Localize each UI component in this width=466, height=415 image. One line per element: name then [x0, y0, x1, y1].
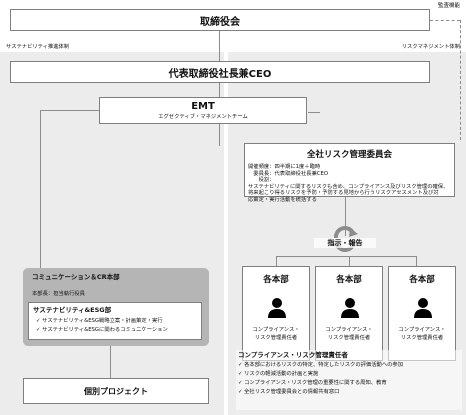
- risk-committee-line: 役割：: [248, 177, 275, 184]
- comm-hq-head: 本部長：担当執行役員: [32, 291, 85, 297]
- compliance-officer-title: コンプライアンス・リスク管理責任者: [238, 351, 348, 359]
- ceo-label: 代表取締役社長兼CEO: [168, 68, 272, 80]
- compliance-officer-item: ✓ 各本部におけるリスクの特定、特定したリスクの評価活動への参加: [238, 362, 404, 368]
- person-icon: [340, 297, 360, 319]
- board-label: 取締役会: [200, 16, 240, 28]
- compliance-officer-item: ✓ リスクの軽減活動の計画と実施: [238, 371, 319, 377]
- department-role: リスク管理責任者: [327, 335, 371, 341]
- connector-ceo-emt: [219, 82, 220, 97]
- risk-committee-title: 全社リスク管理委員会: [306, 150, 392, 160]
- risk-committee-line: サステナビリティに関するリスクも含め、コンプライアンス及びリスク管理の確保、: [248, 183, 449, 190]
- department-label: 各本部: [409, 275, 435, 285]
- sustainability-section-label: サステナビリティ推進体制: [6, 44, 70, 50]
- compliance-officer-item: ✓ 全社リスク管理委員会との情報共有窓口: [238, 389, 340, 395]
- department-role: リスク管理責任者: [400, 335, 444, 341]
- connector-left-top: [40, 110, 100, 111]
- project-box: 個別プロジェクト: [23, 378, 209, 404]
- risk-committee-line: 将来起こり得るリスクを予防・予防する見地から行うリスクアセスメント及び対: [248, 190, 439, 197]
- audit-function-label: 監査機能: [437, 3, 460, 9]
- person-icon: [267, 297, 287, 319]
- department-role: コンプライアンス・: [398, 327, 446, 333]
- department-label: 各本部: [336, 275, 362, 285]
- connector-dept1: [276, 256, 277, 266]
- board-box: 取締役会: [10, 9, 430, 31]
- department-box: 各本部 コンプライアンス・ リスク管理責任者: [242, 266, 310, 361]
- emt-title: EMT: [191, 101, 215, 112]
- esg-dept-title: サステナビリティ&ESG部: [33, 306, 112, 314]
- esg-dept-item: ✓ サステナビリティ&ESGに関わるコミュニケーション: [36, 327, 168, 333]
- audit-dashed-line: [460, 20, 461, 140]
- emt-subtitle: エグゼクティブ・マネジメントチーム: [158, 114, 248, 120]
- department-box: 各本部 コンプライアンス・ リスク管理責任者: [315, 266, 383, 361]
- department-label: 各本部: [263, 275, 289, 285]
- connector-board-ceo: [219, 31, 220, 61]
- ceo-box: 代表取締役社長兼CEO: [10, 61, 430, 83]
- emt-box: EMT エグゼクティブ・マネジメントチーム: [99, 97, 307, 124]
- risk-committee-line: 応策定・実行活動を統括する: [248, 197, 317, 204]
- comm-hq-title: コミュニケーション＆CR本部: [32, 273, 120, 281]
- risk-committee-line: 委員長：代表取締役社長兼CEO: [248, 170, 329, 177]
- department-role: リスク管理責任者: [254, 335, 298, 341]
- connector-emt-bus: [219, 124, 220, 146]
- risk-committee-box: 全社リスク管理委員会: [244, 143, 455, 197]
- department-box: 各本部 コンプライアンス・ リスク管理責任者: [388, 266, 456, 361]
- compliance-officer-panel: コンプライアンス・リスク管理責任者 ✓ 各本部におけるリスクの特定、特定したリス…: [236, 350, 462, 410]
- connector-committee-down: [345, 196, 346, 236]
- compliance-officer-item: ✓ コンプライアンス・リスク管理の重要性に関する周知、教育: [238, 380, 387, 386]
- connector-left-drop: [40, 110, 41, 268]
- department-role: コンプライアンス・: [252, 327, 300, 333]
- person-icon: [413, 297, 433, 319]
- project-label: 個別プロジェクト: [84, 386, 148, 396]
- risk-committee-line: 開催頻度：四半期に1度＋臨時: [248, 164, 321, 170]
- connector-comm-project: [110, 330, 111, 378]
- report-label: 指示・報告: [314, 238, 376, 248]
- connector-dept3: [416, 256, 417, 266]
- department-role: コンプライアンス・: [325, 327, 373, 333]
- audit-dashed-top: [430, 20, 460, 21]
- connector-emt-committee: [308, 112, 320, 113]
- risk-section-label: リスクマネジメント体制: [401, 44, 460, 50]
- esg-dept-item: ✓ サステナビリティ&ESG戦略立案・計画策定・実行: [36, 318, 163, 324]
- esg-dept-box: サステナビリティ&ESG部 ✓ サステナビリティ&ESG戦略立案・計画策定・実行…: [28, 302, 202, 340]
- comm-hq-box: コミュニケーション＆CR本部 本部長：担当執行役員 サステナビリティ&ESG部 …: [23, 268, 209, 346]
- connector-dept-bus: [276, 256, 416, 257]
- risk-committee-details: 開催頻度：四半期に1度＋臨時 委員長：代表取締役社長兼CEO 役割： サステナビ…: [248, 164, 453, 204]
- connector-dept2: [349, 256, 350, 266]
